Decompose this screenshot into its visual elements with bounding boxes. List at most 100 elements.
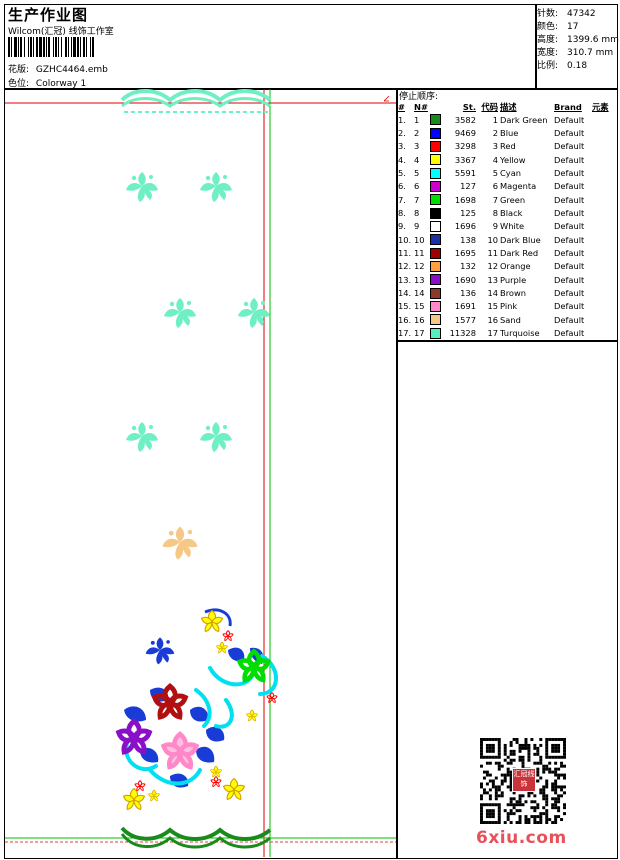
info-height: 高度:1399.6 mm [537,35,619,45]
row-index: 7. [398,194,406,205]
row-stitches: 3298 [454,141,476,152]
design-file-value: GZHC4464.emb [35,65,108,75]
row-brand: Default [554,328,585,339]
row-description: Purple [500,274,527,285]
color-table-box [396,88,618,342]
row-index: 16. [398,314,412,325]
row-needle: 3 [414,141,420,152]
row-code: 8 [492,208,498,219]
company-name: Wilcom(汇冠) 线饰工作室 [8,27,114,37]
row-brand: Default [554,141,585,152]
color-table-header: # N# St. 代码 描述 Brand 元素 [397,100,618,113]
color-swatch [430,274,441,286]
row-needle: 9 [414,221,420,232]
info-width: 宽度:310.7 mm [537,48,614,58]
row-stitches: 127 [460,181,476,192]
colorway-value: Colorway 1 [35,79,87,89]
color-swatch [430,140,441,152]
row-description: Cyan [500,168,522,179]
row-needle: 13 [414,274,425,285]
row-stitches: 125 [460,208,476,219]
row-index: 14. [398,288,412,299]
row-description: Magenta [500,181,537,192]
color-swatch [430,220,441,232]
row-brand: Default [554,128,585,139]
row-description: Brown [500,288,527,299]
row-brand: Default [554,154,585,165]
row-brand: Default [554,181,585,192]
row-index: 12. [398,261,412,272]
design-file: 花版: GZHC4464.emb [8,62,108,75]
page-title: 生产作业图 [8,6,89,24]
row-description: Yellow [500,154,526,165]
row-stitches: 1696 [454,221,476,232]
col-no: N# [414,101,428,112]
row-stitches: 1698 [454,194,476,205]
top-scallop-border [120,89,272,113]
bottom-scallop-border [120,826,272,849]
row-stitches: 11328 [449,328,476,339]
row-description: Dark Green [500,114,548,125]
info-scale: 比例:0.18 [537,61,588,71]
color-swatch [430,154,441,166]
info-colors: 颜色:17 [537,22,579,32]
row-stitches: 1690 [454,274,476,285]
colorway-label: 色位: [8,79,30,89]
row-description: White [500,221,525,232]
row-index: 2. [398,128,406,139]
row-needle: 5 [414,168,420,179]
row-needle: 12 [414,261,425,272]
row-description: Sand [500,314,521,325]
row-index: 1. [398,114,406,125]
row-stitches: 136 [460,288,476,299]
row-needle: 17 [414,328,425,339]
row-stitches: 9469 [454,128,476,139]
row-stitches: 3582 [454,114,476,125]
row-description: Dark Red [500,248,539,259]
color-swatch [430,234,441,246]
row-brand: Default [554,301,585,312]
row-index: 9. [398,221,406,232]
color-swatch [430,114,441,126]
stop-sequence-label: 停止顺序: [399,92,439,102]
row-index: 4. [398,154,406,165]
row-index: 15. [398,301,412,312]
row-description: Turquoise [500,328,540,339]
row-description: Pink [500,301,518,312]
color-swatch [430,287,441,299]
row-stitches: 1695 [454,248,476,259]
row-brand: Default [554,114,585,125]
row-brand: Default [554,261,585,272]
sand-sprig [162,526,198,560]
row-needle: 16 [414,314,425,325]
row-description: Blue [500,128,519,139]
row-code: 15 [487,301,498,312]
row-needle: 2 [414,128,420,139]
row-index: 3. [398,141,406,152]
row-code: 1 [492,114,498,125]
row-index: 17. [398,328,412,339]
row-code: 7 [492,194,498,205]
row-brand: Default [554,274,585,285]
row-needle: 7 [414,194,420,205]
color-swatch [430,327,441,339]
turquoise-sprigs [126,172,270,452]
row-stitches: 1577 [454,314,476,325]
row-stitches: 3367 [454,154,476,165]
design-file-label: 花版: [8,65,30,75]
col-hash: # [398,101,405,112]
row-brand: Default [554,288,585,299]
color-swatch [430,260,441,272]
row-needle: 6 [414,181,420,192]
row-brand: Default [554,221,585,232]
row-description: Orange [500,261,531,272]
color-swatch [430,180,441,192]
